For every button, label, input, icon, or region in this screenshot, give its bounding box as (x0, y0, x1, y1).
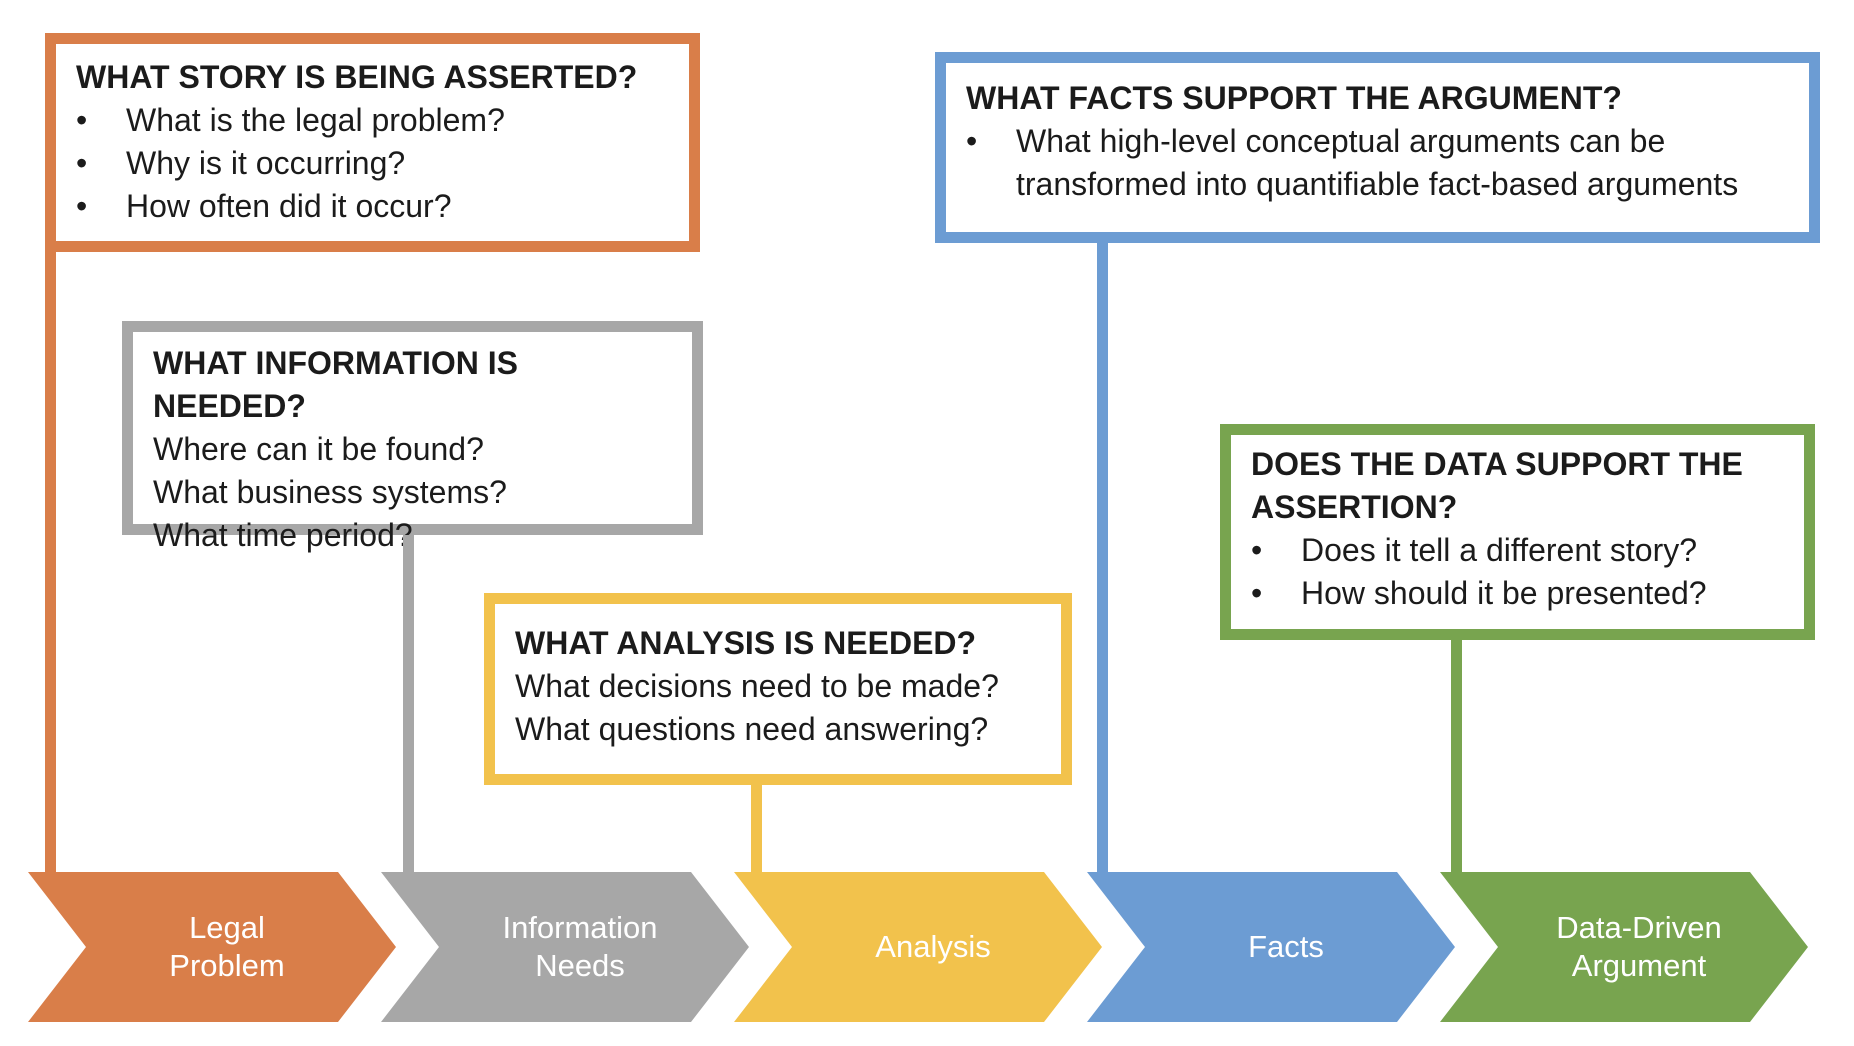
callout-line: Where can it be found? (153, 431, 484, 467)
connector-information-needs (403, 535, 414, 872)
connector-data-driven-argument (1451, 640, 1462, 872)
bullet-text: How often did it occur? (126, 188, 452, 224)
bullet-text: What high-level conceptual arguments can… (1016, 123, 1739, 202)
chevron-facts: Facts (1087, 872, 1455, 1022)
chevron-information-needs: Information Needs (381, 872, 749, 1022)
callout-information-needed: WHAT INFORMATION IS NEEDED? Where can it… (122, 321, 703, 553)
callout-title: WHAT STORY IS BEING ASSERTED? (76, 59, 638, 95)
bullet-item: • Does it tell a different story? (1231, 529, 1804, 572)
chevron-label: Legal Problem (169, 910, 285, 983)
bullet-text: Why is it occurring? (126, 145, 406, 181)
bullet-text: How should it be presented? (1301, 575, 1707, 611)
callout-line: What decisions need to be made? (515, 668, 999, 704)
bullet-item: • What is the legal problem? (56, 99, 689, 142)
callout-title: WHAT FACTS SUPPORT THE ARGUMENT? (966, 80, 1622, 116)
chevron-analysis: Analysis (734, 872, 1102, 1022)
bullet-item: • Why is it occurring? (56, 142, 689, 185)
callout-line: What questions need answering? (515, 711, 989, 747)
bullet-item: • What high-level conceptual arguments c… (946, 120, 1809, 206)
callout-title: WHAT INFORMATION IS NEEDED? (153, 345, 518, 424)
bullet-dot: • (966, 123, 978, 159)
chevron-label: Information Needs (502, 910, 658, 983)
bullet-text: Does it tell a different story? (1301, 532, 1698, 568)
bullet-dot: • (76, 145, 88, 181)
callout-story-asserted: WHAT STORY IS BEING ASSERTED? • What is … (45, 33, 700, 252)
bullet-item: • How should it be presented? (1231, 572, 1804, 615)
connector-facts (1097, 243, 1108, 872)
callout-facts-support: WHAT FACTS SUPPORT THE ARGUMENT? • What … (935, 52, 1820, 243)
bullet-dot: • (1251, 532, 1263, 568)
bullet-dot: • (1251, 575, 1263, 611)
bullet-item: • How often did it occur? (56, 185, 689, 228)
chevron-data-driven-argument: Data-Driven Argument (1440, 872, 1808, 1022)
callout-analysis-needed: WHAT ANALYSIS IS NEEDED? What decisions … (484, 593, 1072, 785)
bullet-dot: • (76, 188, 88, 224)
callout-title: WHAT ANALYSIS IS NEEDED? (515, 625, 977, 661)
callout-line: What business systems? (153, 474, 507, 510)
connector-analysis (751, 785, 762, 872)
chevron-label: Analysis (875, 929, 991, 964)
chevron-label: Facts (1248, 929, 1324, 964)
chevron-label: Data-Driven Argument (1556, 910, 1722, 983)
connector-legal-problem (45, 252, 56, 872)
chevron-legal-problem: Legal Problem (28, 872, 396, 1022)
bullet-dot: • (76, 102, 88, 138)
bullet-text: What is the legal problem? (126, 102, 505, 138)
callout-line: What time period? (153, 517, 413, 553)
callout-title: DOES THE DATA SUPPORT THE ASSERTION? (1251, 446, 1743, 525)
callout-data-supports-assertion: DOES THE DATA SUPPORT THE ASSERTION? • D… (1220, 424, 1815, 640)
